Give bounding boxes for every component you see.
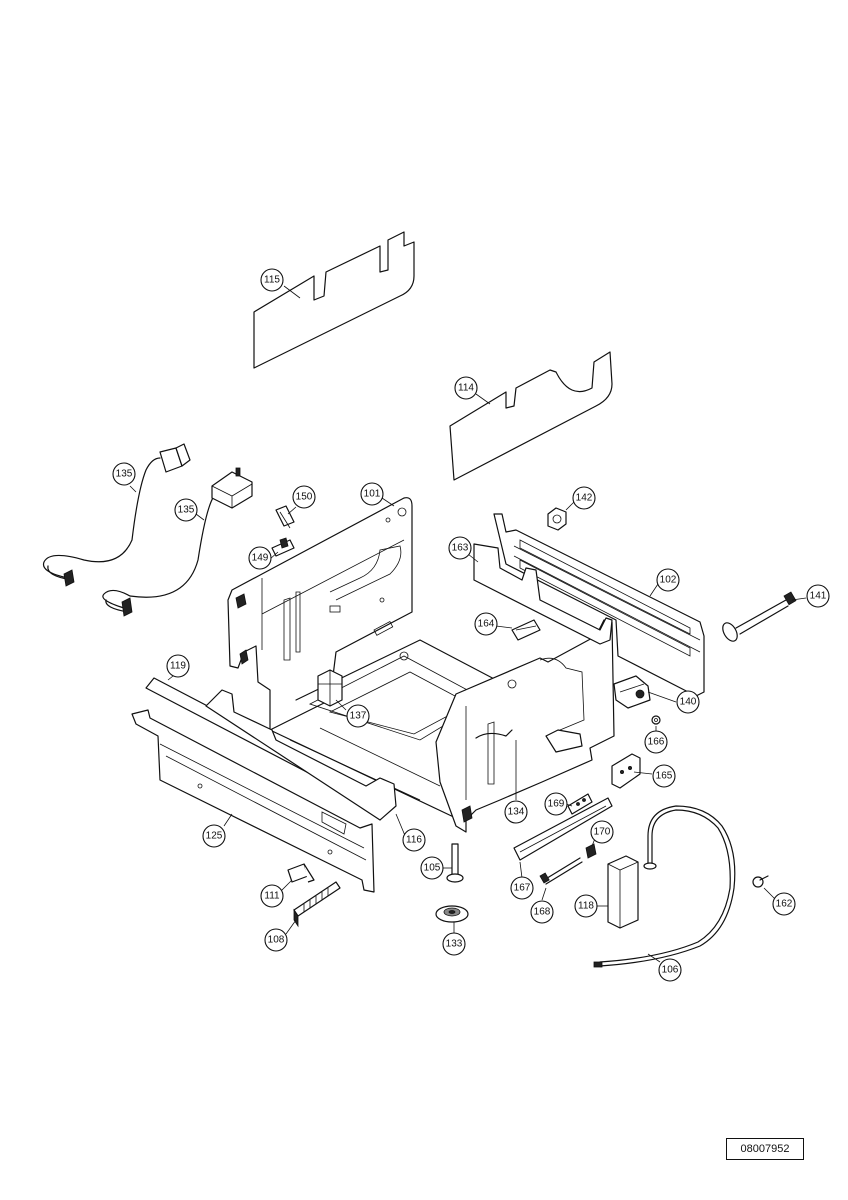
callout-162: 162 bbox=[772, 892, 796, 916]
slide-167 bbox=[513, 797, 613, 861]
svg-text:114: 114 bbox=[458, 383, 474, 394]
clip-164 bbox=[511, 619, 541, 641]
callout-114: 114 bbox=[454, 376, 478, 400]
svg-text:168: 168 bbox=[534, 907, 551, 918]
callout-164: 164 bbox=[474, 612, 498, 636]
svg-text:141: 141 bbox=[810, 591, 827, 602]
callout-116: 116 bbox=[402, 828, 426, 852]
svg-text:167: 167 bbox=[514, 883, 531, 894]
clip-169 bbox=[567, 793, 593, 815]
svg-text:105: 105 bbox=[424, 863, 441, 874]
svg-text:170: 170 bbox=[594, 827, 611, 838]
callout-140: 140 bbox=[676, 690, 700, 714]
callout-105: 105 bbox=[420, 856, 444, 880]
block-118 bbox=[607, 855, 639, 929]
svg-text:166: 166 bbox=[648, 737, 665, 748]
callout-168: 168 bbox=[530, 900, 554, 924]
svg-text:108: 108 bbox=[268, 935, 285, 946]
document-number: 08007952 bbox=[726, 1138, 804, 1160]
svg-text:134: 134 bbox=[508, 807, 525, 818]
svg-text:164: 164 bbox=[478, 619, 495, 630]
callout-166: 166 bbox=[644, 730, 668, 754]
motor-137 bbox=[317, 669, 343, 707]
front-rail-125 bbox=[131, 709, 375, 893]
svg-text:137: 137 bbox=[350, 711, 367, 722]
callout-115: 115 bbox=[260, 268, 284, 292]
clip-170 bbox=[585, 843, 597, 859]
callout-102: 102 bbox=[656, 568, 680, 592]
bolt-141 bbox=[722, 591, 797, 642]
clip-150 bbox=[275, 505, 295, 529]
svg-text:165: 165 bbox=[656, 771, 673, 782]
callout-170: 170 bbox=[590, 820, 614, 844]
svg-text:149: 149 bbox=[252, 553, 269, 564]
svg-text:111: 111 bbox=[264, 891, 280, 902]
callout-119: 119 bbox=[166, 654, 190, 678]
svg-text:150: 150 bbox=[296, 492, 313, 503]
nut-142 bbox=[547, 507, 567, 531]
insulation-116 bbox=[205, 689, 397, 821]
svg-text:133: 133 bbox=[446, 939, 463, 950]
svg-text:116: 116 bbox=[406, 835, 422, 846]
callout-134: 134 bbox=[504, 800, 528, 824]
callout-149: 149 bbox=[248, 546, 272, 570]
clamp-162 bbox=[752, 875, 769, 888]
bracket-111 bbox=[287, 863, 315, 883]
svg-text:106: 106 bbox=[662, 965, 679, 976]
insulation-163 bbox=[473, 543, 613, 645]
side-frame-right bbox=[435, 619, 615, 833]
callout-135: 135 bbox=[174, 498, 198, 522]
callout-167: 167 bbox=[510, 876, 534, 900]
callout-137: 137 bbox=[346, 704, 370, 728]
callout-135: 135 bbox=[112, 462, 136, 486]
callout-108: 108 bbox=[264, 928, 288, 952]
panel-114 bbox=[449, 351, 613, 481]
svg-text:140: 140 bbox=[680, 697, 697, 708]
svg-text:162: 162 bbox=[776, 899, 793, 910]
svg-text:125: 125 bbox=[206, 831, 223, 842]
svg-text:115: 115 bbox=[264, 275, 280, 286]
callout-169: 169 bbox=[544, 792, 568, 816]
bracket-165 bbox=[611, 753, 641, 789]
svg-text:101: 101 bbox=[364, 489, 381, 500]
callout-106: 106 bbox=[658, 958, 682, 982]
svg-text:163: 163 bbox=[452, 543, 469, 554]
washer-166 bbox=[651, 715, 661, 725]
svg-text:142: 142 bbox=[576, 493, 593, 504]
svg-text:102: 102 bbox=[660, 575, 677, 586]
callout-118: 118 bbox=[574, 894, 598, 918]
callout-163: 163 bbox=[448, 536, 472, 560]
side-frame-left bbox=[227, 497, 413, 731]
connector-108 bbox=[293, 881, 341, 928]
callout-165: 165 bbox=[652, 764, 676, 788]
callout-141: 141 bbox=[806, 584, 830, 608]
side-frame-right-outer bbox=[493, 513, 705, 697]
clip-149 bbox=[271, 537, 295, 557]
callout-125: 125 bbox=[202, 824, 226, 848]
svg-text:135: 135 bbox=[116, 469, 133, 480]
power-cord-uk bbox=[102, 467, 253, 617]
callout-150: 150 bbox=[292, 485, 316, 509]
callout-142: 142 bbox=[572, 486, 596, 510]
callout-133: 133 bbox=[442, 932, 466, 956]
valve-140 bbox=[613, 675, 651, 709]
svg-text:118: 118 bbox=[578, 901, 594, 912]
hose-106 bbox=[593, 805, 736, 968]
svg-text:169: 169 bbox=[548, 799, 565, 810]
foot-133 bbox=[435, 905, 469, 923]
callout-101: 101 bbox=[360, 482, 384, 506]
rod-168 bbox=[539, 857, 583, 885]
leader-lines bbox=[129, 285, 807, 963]
svg-text:119: 119 bbox=[170, 661, 186, 672]
callout-111: 111 bbox=[260, 884, 284, 908]
panel-115 bbox=[253, 231, 415, 369]
svg-text:135: 135 bbox=[178, 505, 195, 516]
foot-105 bbox=[446, 843, 464, 883]
power-cord-eu bbox=[42, 443, 191, 587]
